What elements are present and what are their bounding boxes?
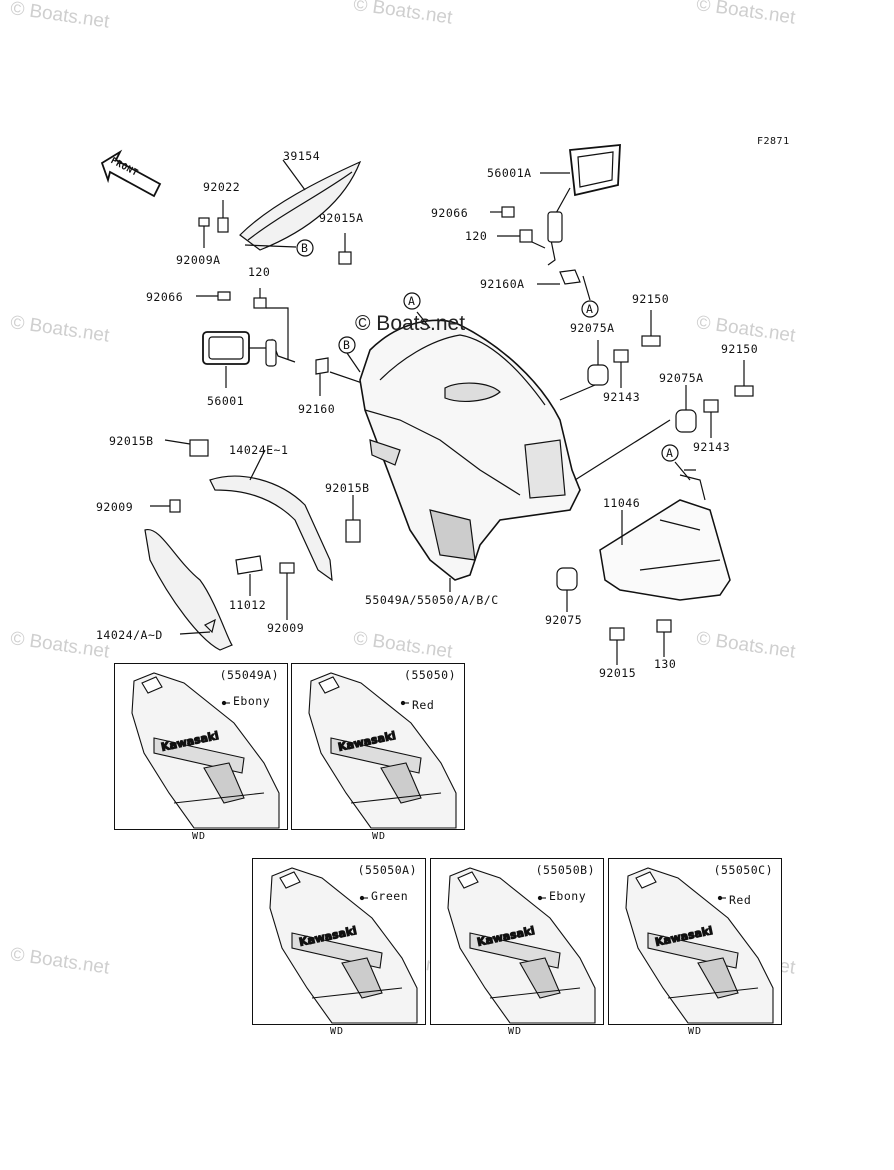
figure-code: F2871: [757, 136, 790, 147]
part-label-92015b: 92015B: [109, 434, 154, 448]
variant-color: Ebony: [549, 889, 587, 903]
part-label-11046: 11046: [603, 496, 641, 510]
variant-color: Red: [412, 698, 435, 712]
part-label-14024e: 14024E~1: [229, 443, 289, 457]
variant-market: WD: [192, 831, 207, 842]
variant-code: (55050): [404, 668, 456, 682]
part-label-92150: 92150: [632, 292, 670, 306]
variant-code: (55050C): [713, 863, 773, 877]
callout-a: A: [408, 294, 416, 308]
part-label-92015: 92015: [599, 666, 637, 680]
callout-b: B: [301, 241, 309, 255]
part-label-55049a: 55049A/55050/A/B/C: [365, 593, 499, 607]
part-label-92075a: 92075A: [570, 321, 615, 335]
variant-code: (55050B): [535, 863, 595, 877]
part-label-92066: 92066: [431, 206, 469, 220]
front-arrow-icon: [100, 149, 162, 198]
part-label-92015b: 92015B: [325, 481, 370, 495]
part-label-56001a: 56001A: [487, 166, 532, 180]
variant-fairing-sketch: [131, 672, 280, 829]
part-label-14024: 14024/A~D: [96, 628, 163, 642]
variant-market: WD: [372, 831, 387, 842]
part-label-92160: 92160: [298, 402, 336, 416]
variant-market: WD: [330, 1026, 345, 1037]
part-label-92009: 92009: [267, 621, 305, 635]
part-label-120: 120: [248, 265, 271, 279]
part-label-92075a: 92075A: [659, 371, 704, 385]
part-label-39154: 39154: [283, 149, 321, 163]
part-label-120: 120: [465, 229, 488, 243]
callout-a: A: [586, 302, 594, 316]
variant-fairing-sketch: [447, 867, 596, 1024]
part-label-92143: 92143: [603, 390, 641, 404]
variant-color: Ebony: [233, 694, 271, 708]
variant-code: (55049A): [219, 668, 279, 682]
variant-market: WD: [688, 1026, 703, 1037]
part-label-92009a: 92009A: [176, 253, 221, 267]
part-label-92015a: 92015A: [319, 211, 364, 225]
part-label-92066: 92066: [146, 290, 184, 304]
callout-a: A: [666, 446, 674, 460]
variant-color: Red: [729, 893, 752, 907]
part-label-92022: 92022: [203, 180, 241, 194]
part-label-92075: 92075: [545, 613, 583, 627]
variant-fairing-sketch: [308, 672, 457, 829]
watermark-center: © Boats.net: [355, 312, 466, 335]
part-label-92160a: 92160A: [480, 277, 525, 291]
part-label-92150: 92150: [721, 342, 759, 356]
variant-fairing-sketch: [269, 867, 418, 1024]
part-label-92143: 92143: [693, 440, 731, 454]
part-label-11012: 11012: [229, 598, 267, 612]
variant-fairing-sketch: [625, 867, 774, 1024]
variant-market: WD: [508, 1026, 523, 1037]
part-label-56001: 56001: [207, 394, 245, 408]
variant-code: (55050A): [357, 863, 417, 877]
part-label-130: 130: [654, 657, 677, 671]
callout-b: B: [343, 338, 351, 352]
part-label-92009: 92009: [96, 500, 134, 514]
variant-color: Green: [371, 889, 409, 903]
